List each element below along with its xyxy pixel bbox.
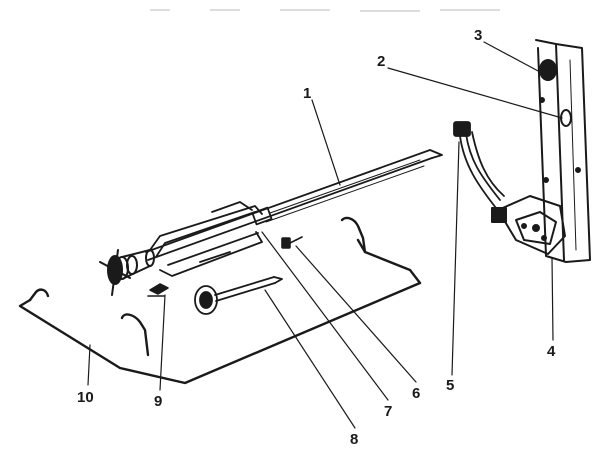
part-label-10: 10 xyxy=(77,389,94,406)
part-label-6: 6 xyxy=(412,385,420,402)
support-rack xyxy=(18,216,422,385)
part-label-8: 8 xyxy=(350,431,358,448)
part-label-1: 1 xyxy=(303,85,311,102)
leader-lines xyxy=(87,41,563,429)
spit-forks xyxy=(149,201,273,277)
part-labels: 1 2 3 4 5 6 7 8 9 10 xyxy=(77,27,556,448)
rotisserie-motor xyxy=(491,195,566,255)
part-label-9: 9 xyxy=(154,393,162,410)
spit-handle xyxy=(99,249,155,296)
spit-rod xyxy=(145,149,443,261)
part-label-3: 3 xyxy=(474,27,482,44)
meat-probe xyxy=(194,276,283,315)
motor-mounting-bracket xyxy=(535,39,591,263)
part-label-7: 7 xyxy=(384,403,392,420)
wire-connector xyxy=(453,121,505,209)
thumb-screw xyxy=(281,236,303,249)
spit-clip xyxy=(147,283,169,297)
part-label-5: 5 xyxy=(446,377,454,394)
part-label-2: 2 xyxy=(377,53,385,70)
scan-marks xyxy=(150,9,500,12)
part-label-4: 4 xyxy=(547,343,556,360)
